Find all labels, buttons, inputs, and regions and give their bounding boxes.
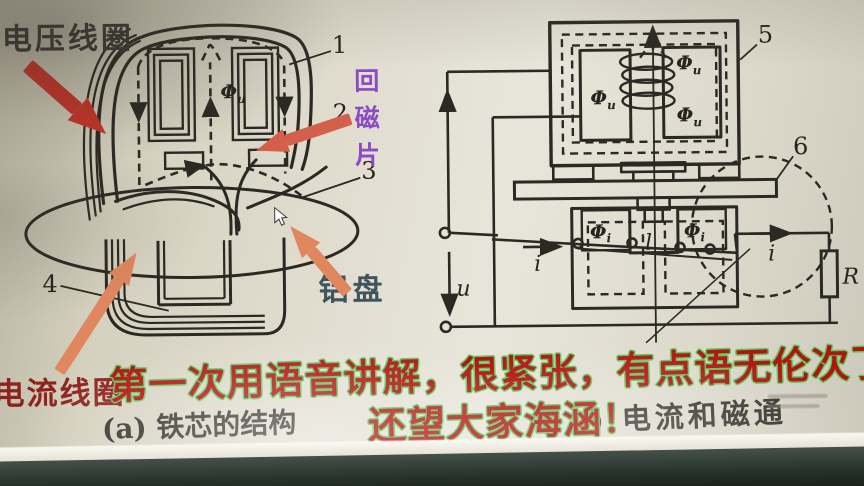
flux-path-dashed-a [129, 36, 305, 199]
flux-u-label-right-bottom: Φu [677, 104, 703, 129]
current-i-label-left: i [534, 252, 541, 277]
voltage-coil-label: 电压线圈 [1, 21, 135, 58]
watermark [767, 393, 834, 415]
middle-weave-bands [114, 158, 328, 236]
dome-windows [146, 46, 289, 171]
diagram-b-current-and-flux: Φu Φu Φu Φi Φi u i i l R 5 6 [438, 19, 859, 344]
conductor-l-label: l [645, 231, 652, 256]
flux-u-label-left: Φu [590, 87, 616, 112]
current-core-b [570, 205, 740, 311]
flux-i-label-left: Φi [590, 221, 612, 245]
return-char-3: 片 [354, 140, 381, 170]
current-i-label-right: i [768, 241, 775, 266]
return-char-1: 回 [354, 66, 380, 96]
flux-u-label-right-top: Φu [676, 52, 702, 77]
part-leader-lines-a [60, 50, 361, 312]
disc-ellipse [24, 185, 360, 280]
circuit-wires [438, 43, 840, 344]
flux-i-label-right: Φi [684, 220, 706, 244]
resistor-r-label: R [841, 265, 859, 290]
mouse-cursor [274, 206, 288, 226]
return-magnet-strip-label: 回 磁 片 [354, 66, 381, 170]
flux-u-label-a: Φu [220, 81, 246, 106]
part-number-6: 6 [793, 132, 809, 160]
flux-dashed-b-bottom [586, 155, 834, 298]
part-number-4: 4 [42, 270, 58, 298]
voltage-coil-winding [618, 52, 676, 110]
disc-and-spindle [512, 24, 779, 343]
part-number-3: 3 [361, 157, 377, 185]
return-char-2: 磁 [354, 103, 380, 133]
voltage-u-label: u [456, 277, 470, 302]
part-number-5: 5 [758, 20, 774, 48]
part-number-1: 1 [332, 31, 348, 59]
